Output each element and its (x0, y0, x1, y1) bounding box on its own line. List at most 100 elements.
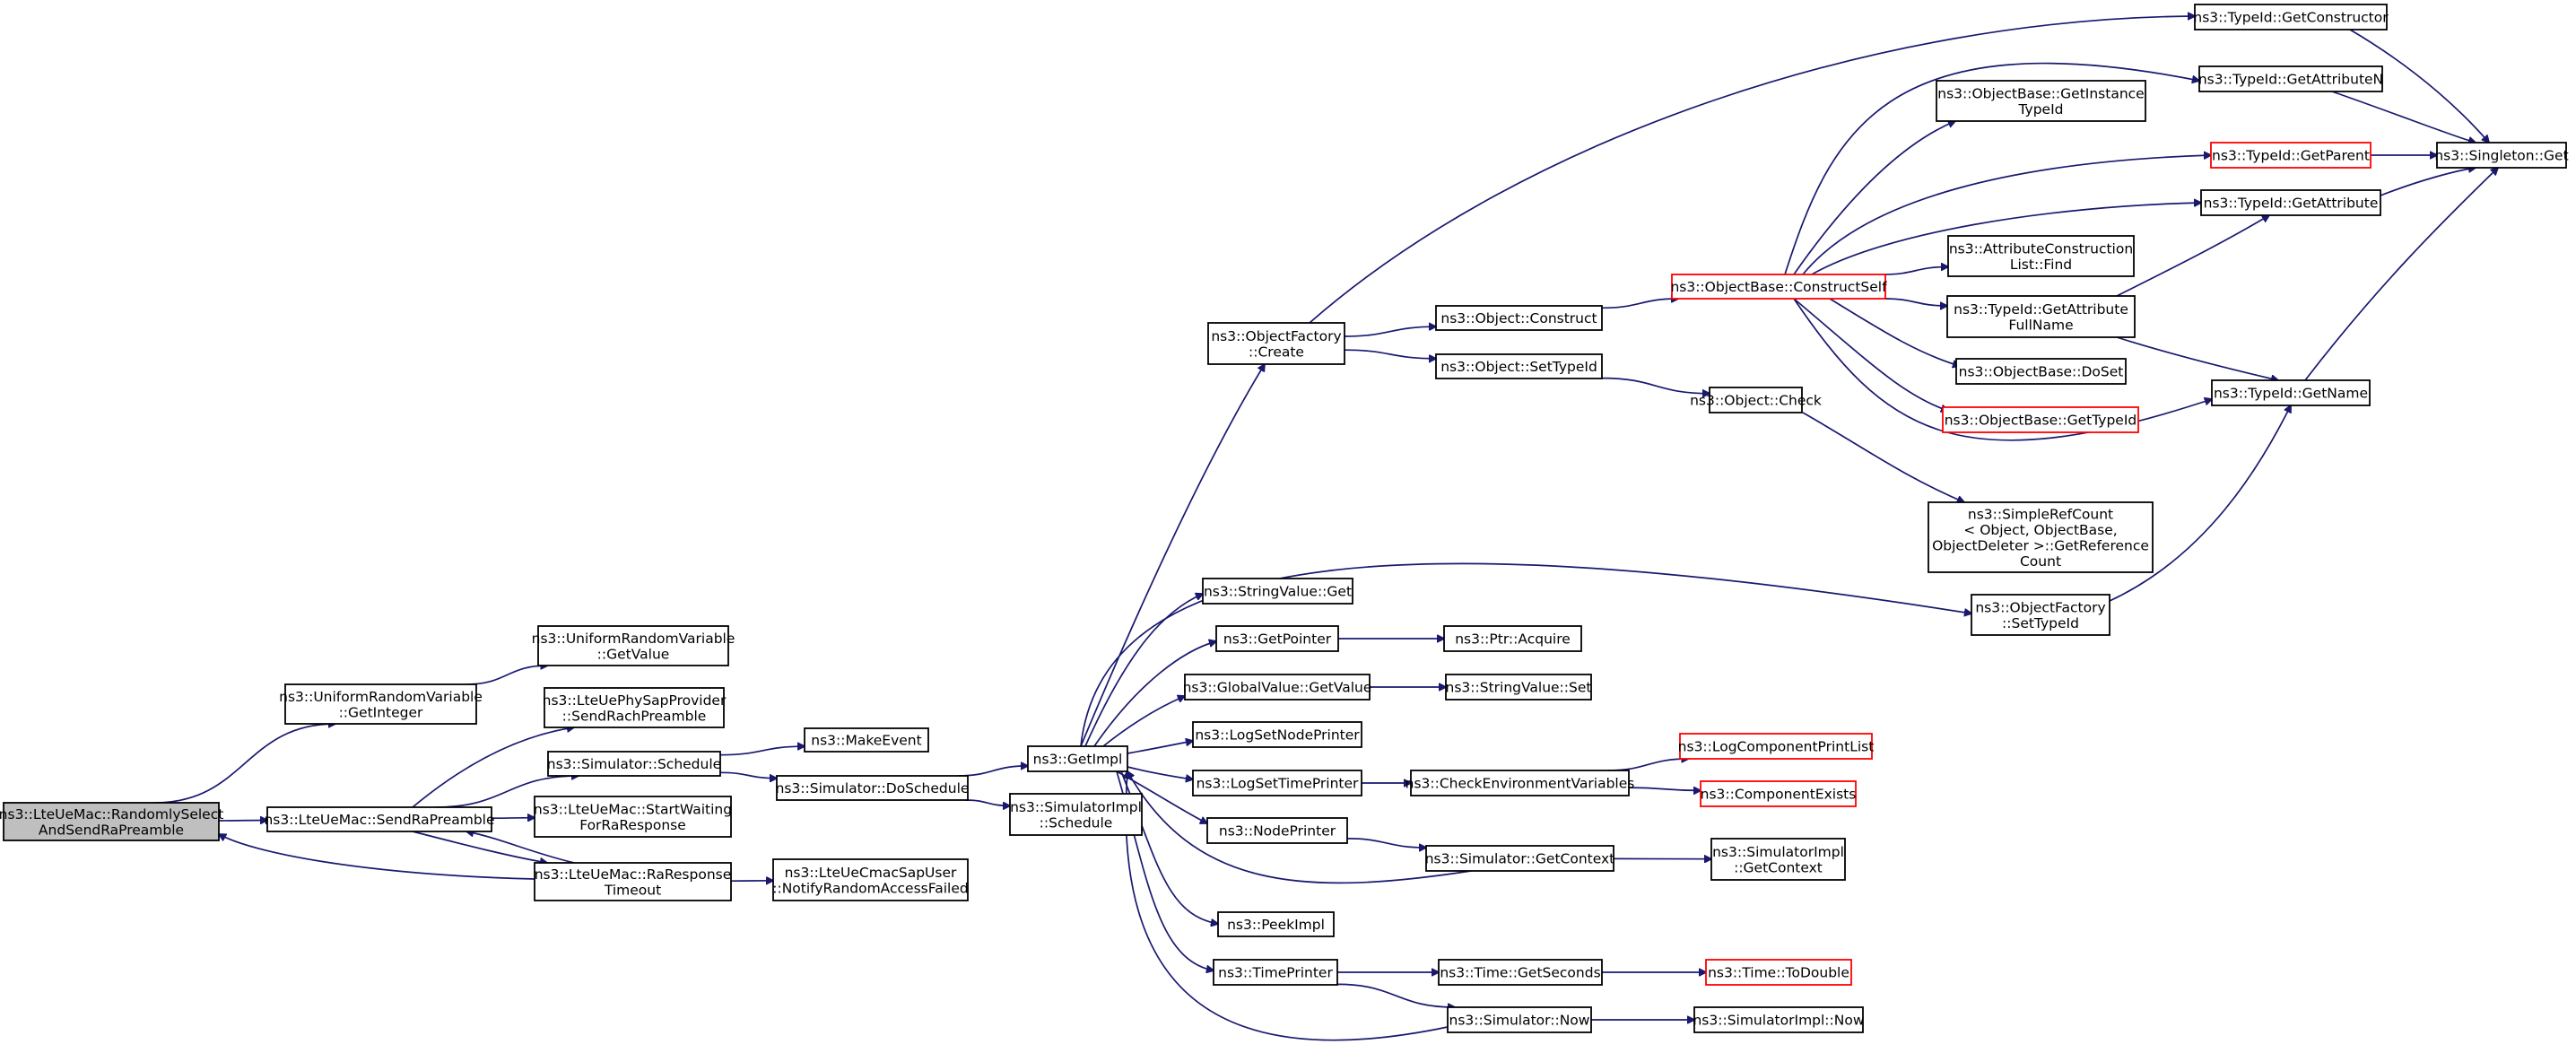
node-label-line: ns3::ObjectBase::GetInstance (1937, 85, 2144, 101)
edge-getImpl-to-logSetNode (1127, 741, 1193, 754)
node-objSetTypeId[interactable]: ns3::Object::SetTypeId (1435, 353, 1603, 379)
node-label-line: ::Create (1249, 344, 1304, 360)
node-constructSelf[interactable]: ns3::ObjectBase::ConstructSelf (1670, 274, 1887, 300)
node-box (1435, 305, 1603, 331)
node-ofCreate[interactable]: ns3::ObjectFactory::Create (1207, 322, 1345, 365)
node-simImplSchedule[interactable]: ns3::SimulatorImpl::Schedule (1009, 793, 1143, 836)
node-box (3, 802, 220, 841)
edge-path (154, 724, 335, 804)
node-simImplNow[interactable]: ns3::SimulatorImpl::Now (1693, 1006, 1865, 1033)
node-doSet[interactable]: ns3::ObjectBase::DoSet (1955, 358, 2127, 385)
edge-path (1080, 364, 1265, 747)
node-sendRaPreamble[interactable]: ns3::LteUeMac::SendRaPreamble (264, 806, 495, 832)
node-simNow[interactable]: ns3::Simulator::Now (1447, 1006, 1592, 1033)
edge-path (1784, 62, 2199, 275)
node-box (1027, 745, 1128, 772)
edge-path (1802, 155, 2211, 275)
node-getConstructor[interactable]: ns3::TypeId::GetConstructor (2193, 4, 2389, 30)
node-label-line: ns3::StringValue::Get (1204, 584, 1352, 600)
node-ptrAcquire[interactable]: ns3::Ptr::Acquire (1443, 625, 1582, 652)
node-ofSetTypeId[interactable]: ns3::ObjectFactory::SetTypeId (1971, 594, 2110, 636)
node-stringValueSet[interactable]: ns3::StringValue::Set (1445, 674, 1592, 701)
node-box (1946, 295, 2136, 338)
edge-constructSelf-to-getAttribute (1811, 203, 2201, 275)
node-doSchedule[interactable]: ns3::Simulator::DoSchedule (776, 775, 970, 801)
node-label-line: ns3::Simulator::Now (1449, 1013, 1590, 1029)
node-logSetNode[interactable]: ns3::LogSetNodePrinter (1192, 721, 1362, 748)
node-label-line: FullName (2008, 317, 2073, 333)
node-logSetTime[interactable]: ns3::LogSetTimePrinter (1192, 770, 1362, 796)
node-label-line: ns3::TypeId::GetParent (2212, 148, 2370, 164)
node-obGetTypeId[interactable]: ns3::ObjectBase::GetTypeId (1942, 406, 2139, 433)
node-box (1192, 770, 1362, 796)
node-box (1971, 594, 2110, 636)
node-globalValueGet[interactable]: ns3::GlobalValue::GetValue (1183, 674, 1372, 701)
edge-getAttributeN-to-singletonGet (2331, 91, 2476, 143)
node-objCheck[interactable]: ns3::Object::Check (1690, 387, 1822, 413)
edge-getConstructor-to-singletonGet (2349, 29, 2489, 143)
node-timeToDouble[interactable]: ns3::Time::ToDouble (1705, 959, 1852, 986)
node-timeGetSeconds[interactable]: ns3::Time::GetSeconds (1438, 959, 1603, 986)
node-box (1184, 674, 1371, 701)
node-getAttributeN[interactable]: ns3::TypeId::GetAttributeN (2198, 65, 2383, 92)
node-box (804, 727, 929, 753)
node-simImplGetContext[interactable]: ns3::SimulatorImpl::GetContext (1710, 838, 1846, 881)
node-makeEvent[interactable]: ns3::MakeEvent (804, 727, 929, 753)
node-label-line: ::GetValue (597, 646, 670, 662)
node-label-line: ns3::CheckEnvironmentVariables (1405, 776, 1635, 792)
node-getInteger[interactable]: ns3::UniformRandomVariable::GetInteger (279, 683, 483, 725)
node-box (1009, 793, 1143, 836)
node-timePrinter[interactable]: ns3::TimePrinter (1213, 959, 1338, 986)
node-sendRach[interactable]: ns3::LteUePhySapProvider::SendRachPreamb… (543, 687, 727, 728)
node-checkEnv[interactable]: ns3::CheckEnvironmentVariables (1405, 770, 1635, 796)
node-label-line: List::Find (2010, 257, 2072, 273)
node-getName[interactable]: ns3::TypeId::GetName (2211, 379, 2371, 406)
node-box (1942, 406, 2139, 433)
node-randomly[interactable]: ns3::LteUeMac::RandomlySelectAndSendRaPr… (0, 802, 223, 841)
edge-constructSelf-to-doSet (1829, 298, 1960, 366)
node-box (266, 806, 492, 832)
node-nodePrinter[interactable]: ns3::NodePrinter (1206, 817, 1348, 844)
node-box (1955, 358, 2127, 385)
node-box (1700, 780, 1857, 807)
node-stringValueGet[interactable]: ns3::StringValue::Get (1202, 578, 1353, 605)
edge-ofCreate-to-objConstruct (1344, 326, 1436, 337)
node-label-line: ns3::GetImpl (1033, 752, 1123, 768)
edge-path (466, 666, 548, 685)
edge-path (1628, 788, 1701, 790)
node-objConstruct[interactable]: ns3::Object::Construct (1435, 305, 1603, 331)
node-label-line: ns3::TypeId::GetAttribute (2204, 196, 2379, 212)
node-box (1438, 959, 1603, 986)
node-getImpl[interactable]: ns3::GetImpl (1027, 745, 1128, 772)
edge-getImpl-to-logSetTime (1127, 766, 1193, 779)
node-peekImpl[interactable]: ns3::PeekImpl (1217, 911, 1335, 937)
node-simGetContext[interactable]: ns3::Simulator::GetContext (1425, 845, 1615, 872)
edge-objSetTypeId-to-objCheck (1601, 377, 1710, 394)
edge-path (1606, 759, 1689, 771)
node-compExists[interactable]: ns3::ComponentExists (1700, 780, 1857, 807)
node-label-line: ns3::LteUeMac::RaResponse (535, 866, 732, 883)
node-logCompPrint[interactable]: ns3::LogComponentPrintList (1678, 733, 1875, 760)
node-getPointer[interactable]: ns3::GetPointer (1215, 625, 1339, 652)
edge-checkEnv-to-compExists (1628, 788, 1701, 790)
node-getValueURV[interactable]: ns3::UniformRandomVariable::GetValue (532, 625, 735, 666)
node-singletonGet[interactable]: ns3::Singleton::Get (2434, 142, 2569, 169)
edge-getImpl-to-ofSetTypeId (1080, 562, 1971, 747)
edge-getImpl-to-ofCreate (1080, 364, 1265, 747)
node-box (1425, 845, 1614, 872)
node-getParent[interactable]: ns3::TypeId::GetParent (2210, 142, 2371, 169)
node-getAttribute[interactable]: ns3::TypeId::GetAttribute (2200, 189, 2381, 216)
node-label-line: ns3::LogSetNodePrinter (1195, 727, 1360, 744)
node-simSchedule[interactable]: ns3::Simulator::Schedule (547, 751, 721, 777)
node-label-line: ns3::ObjectBase::DoSet (1959, 364, 2124, 380)
node-box (534, 796, 732, 838)
node-simpleRefCount[interactable]: ns3::SimpleRefCount< Object, ObjectBase,… (1928, 501, 2154, 573)
edge-path (1080, 562, 1971, 747)
node-notifyRA[interactable]: ns3::LteUeCmacSapUser::NotifyRandomAcces… (772, 858, 969, 901)
edge-getImpl-to-getPointer (1093, 641, 1216, 747)
